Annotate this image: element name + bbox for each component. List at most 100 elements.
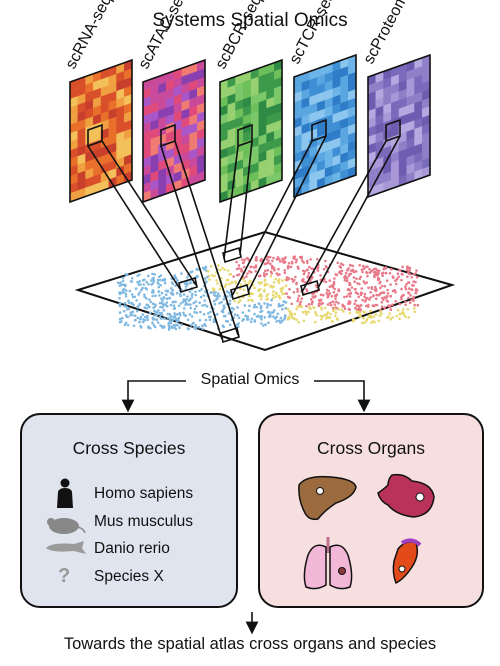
tissue-spot [200,288,203,291]
tissue-spot [356,310,359,313]
tissue-spot [271,259,274,263]
tissue-spot [161,299,164,302]
tissue-spot [259,259,262,262]
tissue-spot [169,315,173,318]
tissue-spot [121,276,125,280]
tissue-spot [159,324,162,327]
connector-lines [87,135,401,344]
tissue-spot [177,304,181,308]
tissue-spot [319,274,322,277]
tissue-spot [141,313,145,316]
tissue-spot [128,289,132,293]
tissue-spot [306,261,309,265]
tissue-spot [296,299,299,303]
tissue-spot [269,262,272,266]
tissue-spot [367,286,370,290]
tissue-spot [225,278,229,282]
tissue-spot [162,303,165,307]
tissue-spot [394,282,398,286]
tissue-spot [132,324,136,328]
tissue-spot [179,314,182,317]
tissue-spot [263,274,266,277]
tissue-spot [329,312,332,316]
tissue-spot [255,315,259,318]
tissue-spot [331,320,335,323]
tissue-spot [407,291,410,294]
tissue-spot [124,284,127,288]
tissue-spot [158,294,161,297]
tissue-spot [151,277,154,281]
tissue-spot [297,267,300,270]
tissue-spot [152,318,155,321]
tissue-spot [277,305,281,308]
tissue-spot [365,319,368,323]
tissue-spot [176,312,179,316]
tissue-spot [175,291,179,295]
tissue-spot [326,293,330,297]
tissue-spot [160,317,163,320]
tissue-spot [170,287,173,290]
tissue-spot [353,280,356,284]
tissue-spot [272,285,275,288]
tissue-spot [341,263,345,267]
tissue-spot [278,273,281,276]
tissue-spot [299,300,303,304]
tissue-spot [310,300,314,304]
tissue-spot [259,306,263,310]
tissue-spot [143,293,146,297]
tissue-spot [179,302,183,305]
tissue-spot [362,310,365,314]
tissue-spot [338,265,342,268]
tissue-spot [380,301,384,304]
tissue-spot [118,304,122,308]
tissue-spot [298,305,302,308]
tissue-spot [285,278,289,282]
tissue-spot [407,296,410,300]
tissue-spot [257,302,261,305]
tissue-spot [215,279,218,282]
tissue-spot [317,304,321,308]
tissue-spot [170,325,173,328]
tissue-spot [235,267,239,271]
tissue-spot [155,313,158,317]
tissue-spot [146,303,150,307]
tissue-spot [338,271,341,274]
tissue-spot [385,296,388,300]
tissue-spot [233,313,237,316]
tissue-spot [343,278,347,282]
tissue-spot [190,324,193,327]
tissue-spot [226,269,230,272]
tissue-spot [286,267,290,270]
tissue-spot [320,317,323,321]
tissue-spot [301,278,304,282]
tissue-spot [145,307,149,310]
tissue-spot [293,312,297,316]
tissue-spot [237,267,241,270]
tissue-spot [143,318,147,322]
tissue-spot [203,299,206,302]
tissue-spot [227,291,231,295]
tissue-spot [360,287,364,290]
tissue-spot [205,305,209,308]
tissue-spot [361,270,364,274]
tissue-spot [118,317,122,321]
tissue-spot [394,291,397,294]
omics-tile [293,53,357,199]
tissue-spot [151,294,154,298]
tissue-spot [400,312,404,315]
tissue-spot [287,315,290,319]
tissue-spot [388,272,392,275]
tissue-spot [237,301,240,304]
tissue-spot [268,255,272,259]
tissue-spot [246,272,249,275]
tissue-spot [244,314,247,318]
tissue-spot [228,299,232,303]
tissue-spot [178,326,181,330]
tissue-spot [387,315,391,319]
tissue-spot [154,294,157,298]
tissue-spot [362,267,366,271]
tissue-spot [130,277,134,280]
tissue-spot [344,271,348,275]
tissue-spot [209,291,213,294]
tissue-spot [167,321,170,325]
